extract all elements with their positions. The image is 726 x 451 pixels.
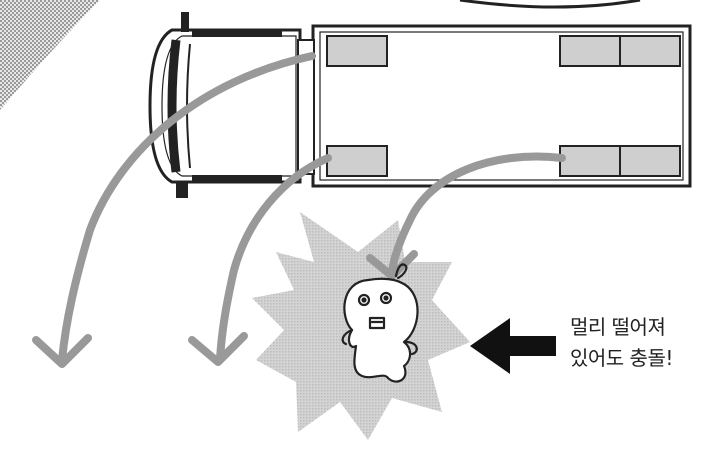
- mirror-right: [176, 182, 188, 198]
- wheel-rear-right-1: [559, 145, 621, 177]
- front-left-wheel-path: [58, 52, 316, 364]
- child-figure-icon: [341, 263, 419, 383]
- wheel-front-right: [326, 145, 388, 177]
- wheel-rear-left-2: [619, 35, 681, 67]
- wheel-rear-right-2: [619, 145, 681, 177]
- mirror-left: [181, 12, 189, 32]
- caption-line-2: 있어도 충돌!: [570, 346, 673, 370]
- windshield: [167, 39, 181, 173]
- dotted-corner-decoration: [0, 0, 100, 110]
- left-arrow-icon: [470, 318, 556, 374]
- rear-wheel-path: [388, 152, 566, 276]
- caption-line-1: 멀리 떨어져: [570, 315, 666, 339]
- wheel-rear-left-1: [559, 35, 621, 67]
- top-arc-decoration: [459, 0, 641, 9]
- caption-text: 멀리 떨어져 있어도 충돌!: [570, 312, 720, 374]
- truck-top-view-icon: [148, 12, 692, 198]
- wheel-front-left: [326, 35, 388, 67]
- front-right-wheel-path: [216, 154, 332, 362]
- curved-arrow-icon: [32, 52, 566, 368]
